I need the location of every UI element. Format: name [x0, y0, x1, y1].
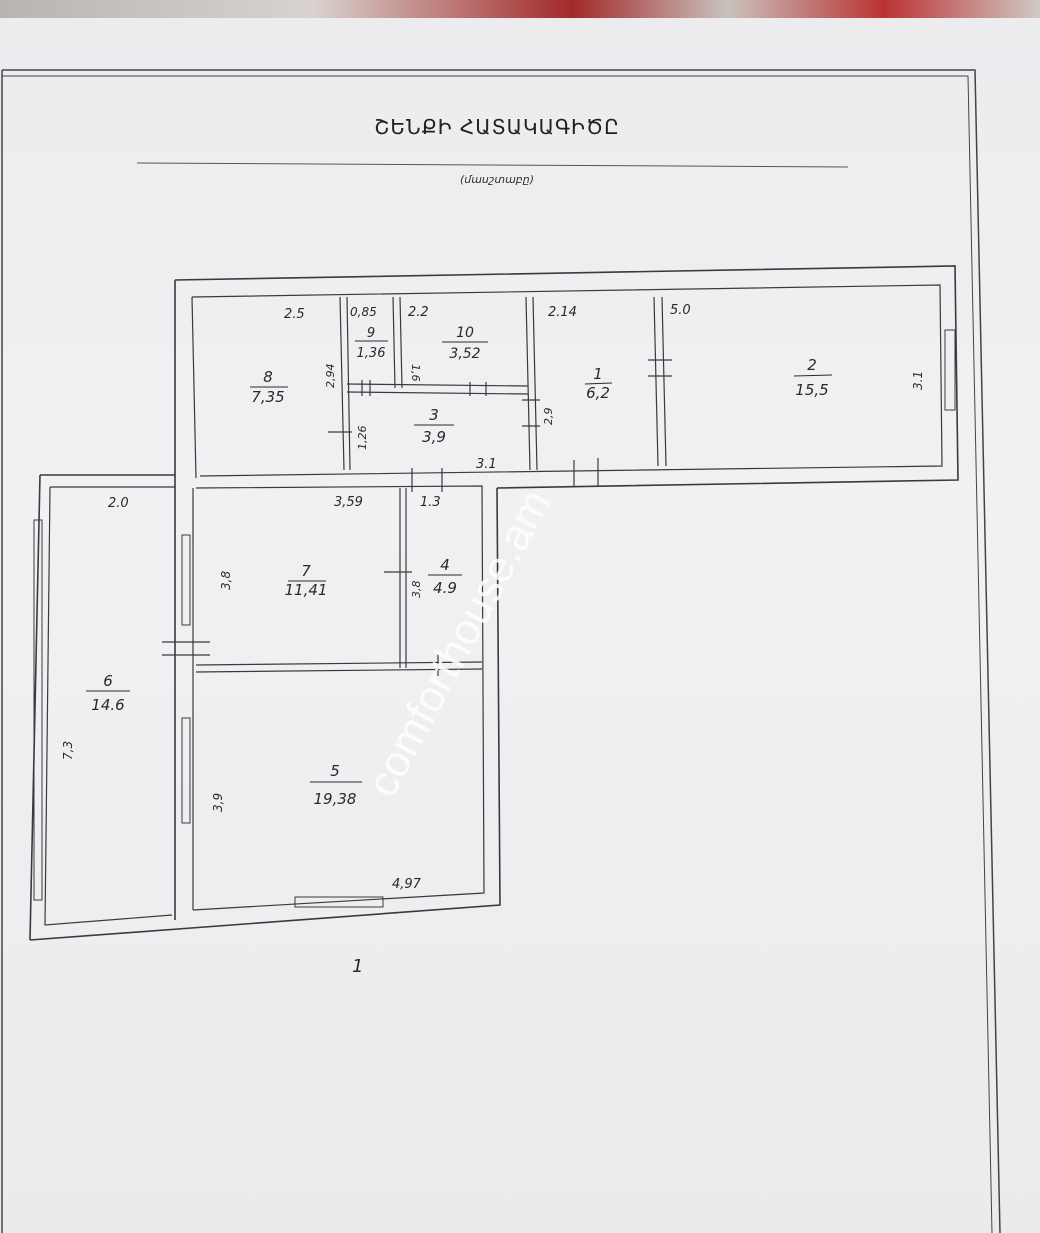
svg-text:7,35: 7,35 — [251, 388, 284, 406]
dim-3-1: 3.1 — [476, 457, 497, 472]
dim-0-85: 0,85 — [350, 305, 377, 319]
dim-3-9: 3,9 — [211, 793, 225, 812]
room-8: 8 7,35 — [250, 368, 288, 406]
svg-text:15,5: 15,5 — [795, 381, 828, 399]
dim-3-1-right: 3.1 — [911, 371, 925, 390]
svg-text:11,41: 11,41 — [285, 581, 328, 599]
svg-text:2: 2 — [807, 356, 817, 374]
svg-text:3,9: 3,9 — [422, 428, 446, 446]
dim-3-8-room4: 3,8 — [410, 581, 423, 599]
dim-2-9: 2,9 — [542, 408, 555, 426]
plan-title: ՇԵՆՔԻ ՀԱՏԱԿԱԳԻԾԸ — [374, 115, 620, 139]
dim-2-2: 2.2 — [408, 305, 429, 320]
scale-label: (մասշտաբը) — [460, 173, 534, 186]
dim-3-8-room7: 3,8 — [219, 571, 233, 590]
svg-text:8: 8 — [263, 368, 273, 386]
page-mark: 1 — [352, 956, 363, 977]
room-1: 1 6,2 — [584, 365, 613, 402]
dim-5-0: 5.0 — [670, 303, 691, 318]
dim-4-97: 4,97 — [392, 877, 422, 892]
title-underline — [136, 162, 849, 168]
room-3: 3 3,9 — [414, 406, 454, 446]
svg-text:1: 1 — [593, 365, 603, 383]
room-5: 5 19,38 — [310, 762, 362, 808]
room-4: 4 4.9 — [428, 556, 462, 597]
svg-text:4: 4 — [440, 556, 450, 574]
svg-text:4.9: 4.9 — [433, 579, 457, 597]
watermark-text: comforthouse.am — [358, 482, 561, 805]
svg-text:14.6: 14.6 — [91, 696, 124, 714]
dim-3-59: 3,59 — [334, 495, 363, 510]
dim-2-94: 2,94 — [324, 364, 337, 389]
svg-text:10: 10 — [456, 325, 474, 341]
room-6: 6 14.6 — [86, 672, 130, 714]
svg-text:3,52: 3,52 — [449, 346, 480, 362]
room-labels: 1 6,2 2 15,5 3 3,9 4 4.9 5 19,38 6 14.6 — [86, 325, 833, 808]
room-7: 7 11,41 — [285, 562, 328, 599]
background-strip — [0, 0, 1040, 22]
walls — [29, 265, 959, 941]
svg-text:6: 6 — [103, 672, 113, 690]
windows — [33, 329, 956, 908]
svg-text:3: 3 — [429, 406, 439, 424]
dim-1-3: 1.3 — [420, 495, 441, 510]
room-2: 2 15,5 — [793, 356, 833, 399]
paper-sheet — [0, 18, 1040, 1233]
dimension-labels: 2.5 0,85 2.2 2.14 5.0 3.1 2,94 1,6 1,26 … — [61, 303, 925, 892]
page-frame — [1, 69, 1001, 1233]
svg-text:9: 9 — [367, 326, 375, 341]
dim-2-0: 2.0 — [108, 496, 129, 511]
dim-1-6: 1,6 — [409, 364, 422, 382]
room-9: 9 1,36 — [355, 326, 388, 361]
dim-2-5: 2.5 — [284, 307, 305, 322]
dim-7-3: 7,3 — [61, 741, 75, 760]
svg-text:7: 7 — [301, 562, 311, 580]
door-marks — [162, 359, 672, 676]
svg-text:6,2: 6,2 — [586, 384, 610, 402]
dim-2-14: 2.14 — [548, 305, 577, 320]
svg-text:1,36: 1,36 — [357, 346, 386, 361]
room-10: 10 3,52 — [442, 325, 488, 362]
svg-text:5: 5 — [330, 762, 340, 780]
svg-text:19,38: 19,38 — [314, 790, 357, 808]
dim-1-26: 1,26 — [356, 426, 369, 451]
